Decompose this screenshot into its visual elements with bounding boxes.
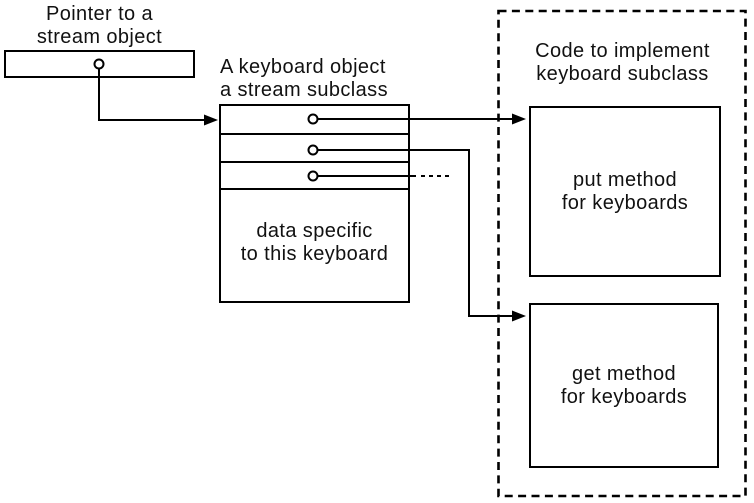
- arrowhead-right-icon: [204, 114, 218, 126]
- keyboard-object-title-line1: A keyboard object: [220, 56, 386, 78]
- put-method-label-line2: for keyboards: [561, 191, 689, 214]
- get-method-box: get method for keyboards: [529, 303, 719, 468]
- get-method-label-line2: for keyboards: [560, 385, 688, 408]
- put-method-label-line1: put method: [572, 168, 678, 191]
- pointer-box-label-line1: Pointer to a: [45, 3, 154, 25]
- keyboard-data-label-line1: data specific: [256, 220, 373, 242]
- pointer-box-label-line2: stream object: [36, 26, 163, 48]
- keyboard-data-label-line2: to this keyboard: [240, 243, 389, 265]
- code-region-title: Code to implement keyboard subclass: [499, 40, 746, 86]
- pointer-box-label: Pointer to a stream object: [0, 3, 199, 49]
- keyboard-object-title: A keyboard object a stream subclass: [220, 56, 388, 102]
- pointer-box: [4, 50, 195, 78]
- keyboard-object-box: [219, 104, 410, 303]
- get-method-label-line1: get method: [571, 362, 677, 385]
- keyboard-object-title-line2: a stream subclass: [220, 79, 388, 101]
- put-method-box: put method for keyboards: [529, 106, 721, 277]
- code-region-title-line2: keyboard subclass: [536, 63, 709, 85]
- code-region-title-line1: Code to implement: [535, 40, 710, 62]
- keyboard-data-label: data specific to this keyboard: [219, 220, 410, 266]
